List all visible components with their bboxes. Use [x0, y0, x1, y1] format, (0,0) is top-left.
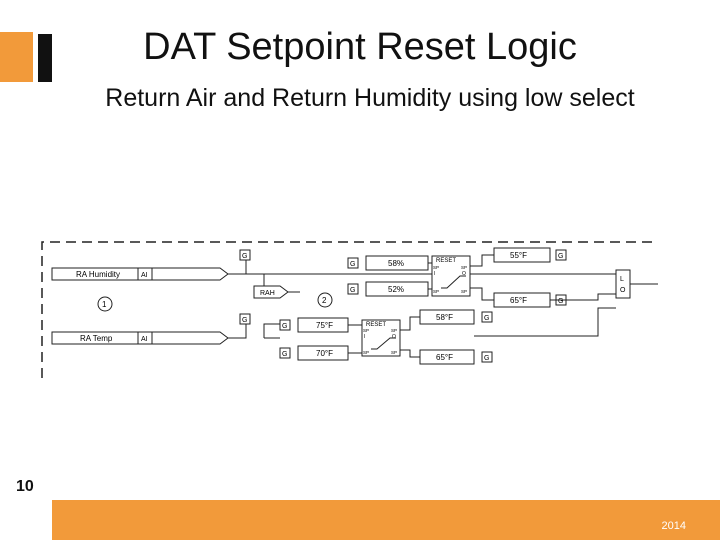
- svg-text:SP: SP: [461, 265, 467, 270]
- g-label: G: [242, 253, 247, 260]
- svg-text:G: G: [282, 351, 287, 358]
- black-accent-block: [38, 34, 52, 82]
- svg-text:SP: SP: [363, 328, 369, 333]
- svg-text:SP: SP: [433, 289, 439, 294]
- circle-marker-1: [97, 296, 113, 312]
- g-box-temp-out-low: [481, 351, 493, 363]
- hum-out-low-value: 65°F: [510, 296, 527, 305]
- slide-title: DAT Setpoint Reset Logic: [143, 26, 577, 68]
- ra-temp-label: RA Temp: [80, 334, 113, 343]
- svg-text:G: G: [484, 315, 489, 322]
- temp-out-high-value: 58°F: [436, 313, 453, 322]
- ai-label-temp: AI: [141, 336, 148, 343]
- svg-text:G: G: [350, 287, 355, 294]
- ai-box-temp: [137, 331, 153, 345]
- hum-out-high-value: 55°F: [510, 251, 527, 260]
- logic-diagram: RA Humidity AI RA Temp AI 1 2 G G RAH G …: [41, 241, 658, 378]
- svg-text:RESET: RESET: [366, 322, 386, 328]
- slide-subtitle: Return Air and Return Humidity using low…: [105, 84, 635, 112]
- svg-text:SP: SP: [433, 265, 439, 270]
- svg-text:G: G: [350, 261, 355, 268]
- ai-label-humidity: AI: [141, 272, 148, 279]
- low-select-o: O: [620, 287, 626, 294]
- hum-low-value: 52%: [388, 285, 404, 294]
- footer-bar: 2014: [52, 500, 720, 540]
- temp-high-value: 75°F: [316, 321, 333, 330]
- temp-out-low-value: 65°F: [436, 353, 453, 362]
- svg-text:G: G: [558, 253, 563, 260]
- circle-marker-2: [317, 292, 333, 308]
- g-box-humidity-line: [239, 249, 251, 261]
- g-box-temp-line: [239, 313, 251, 325]
- low-select-l: L: [620, 276, 624, 283]
- ra-humidity-label: RA Humidity: [76, 270, 120, 279]
- rah-label: RAH: [260, 290, 275, 297]
- g-box-temp-low: [279, 347, 291, 359]
- g-box-temp-high: [279, 319, 291, 331]
- orange-accent-block: [0, 32, 33, 82]
- hum-high-value: 58%: [388, 259, 404, 268]
- svg-text:G: G: [484, 355, 489, 362]
- page-number: 10: [16, 478, 34, 495]
- svg-text:I: I: [364, 334, 365, 340]
- dashed-frame: [41, 241, 658, 378]
- rah-block: [253, 285, 289, 299]
- svg-text:SP: SP: [391, 350, 397, 355]
- svg-text:SP: SP: [391, 328, 397, 333]
- svg-text:G: G: [558, 298, 563, 305]
- ai-box-humidity: [137, 267, 153, 281]
- svg-text:RESET: RESET: [436, 258, 456, 264]
- g-box-hum-low: [347, 283, 359, 295]
- svg-text:SP: SP: [461, 289, 467, 294]
- svg-text:I: I: [434, 271, 435, 277]
- g-box-hum-high: [347, 257, 359, 269]
- svg-text:G: G: [282, 323, 287, 330]
- g-box-temp-out-high: [481, 311, 493, 323]
- svg-text:SP: SP: [363, 350, 369, 355]
- circle-marker-1-label: 1: [102, 300, 107, 309]
- svg-text:O: O: [462, 271, 466, 277]
- g-label: G: [242, 317, 247, 324]
- footer-year: 2014: [661, 520, 686, 532]
- svg-text:O: O: [392, 334, 396, 340]
- temp-low-value: 70°F: [316, 349, 333, 358]
- circle-marker-2-label: 2: [322, 296, 327, 305]
- g-box-hum-out-high: [555, 249, 567, 261]
